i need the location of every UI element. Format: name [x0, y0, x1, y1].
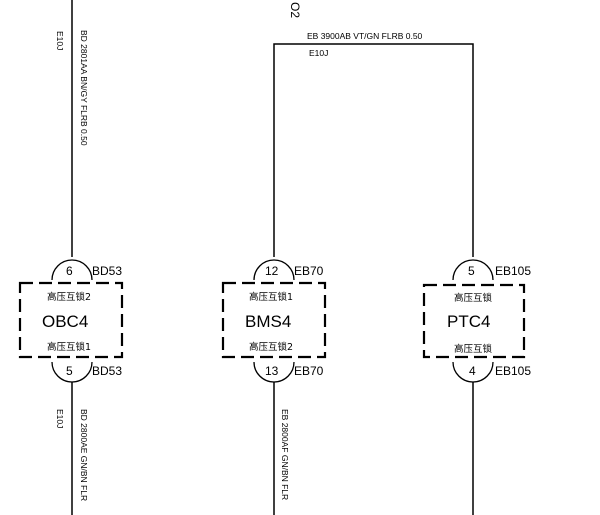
bms-ptc-top-wire-label: EB 3900AB VT/GN FLRB 0.50: [307, 31, 423, 41]
connector-label-bottom: BD53: [92, 364, 122, 378]
connector-label-top: BD53: [92, 264, 122, 278]
pin-number-top: 12: [265, 264, 279, 278]
component-name: PTC4: [447, 312, 490, 331]
pin-number-bottom: 13: [265, 364, 279, 378]
interlock-label-top: 高压互锁: [454, 292, 493, 304]
pin-bottom-bms: [253, 361, 295, 383]
interlock-label-top: 高压互锁1: [249, 291, 293, 303]
interlock-label-bottom: 高压互锁2: [249, 341, 293, 353]
pin-top-obc: [51, 259, 93, 281]
pin-top-ptc: [452, 259, 494, 281]
bms-bottom-wire-label: EB 2800AF GN/BN FLR: [280, 409, 290, 500]
interlock-label-top: 高压互锁2: [47, 291, 91, 303]
interlock-label-bottom: 高压互锁: [454, 343, 493, 355]
pin-number-bottom: 5: [66, 364, 73, 378]
bms4-box: [221, 281, 327, 359]
component-name: OBC4: [42, 312, 88, 331]
component-ptc4: 5 EB105 高压互锁 PTC4 高压互锁 4 EB105: [422, 259, 531, 383]
connector-label-bottom: EB70: [294, 364, 324, 378]
obc4-box: [18, 281, 124, 359]
connector-label-bottom: EB105: [495, 364, 531, 378]
pin-top-bms: [253, 259, 295, 281]
component-obc4: 6 BD53 高压互锁2 OBC4 高压互锁1 5 BD53: [18, 259, 124, 383]
top-fragment-label: O2: [288, 2, 302, 18]
connector-label-top: EB105: [495, 264, 531, 278]
interlock-label-bottom: 高压互锁1: [47, 341, 91, 353]
pin-bottom-obc: [51, 361, 93, 383]
bms-ptc-top-wire-location: E10J: [309, 48, 328, 58]
obc-top-wire-label: BD 2801AA BN/GY FLRB 0.50: [79, 30, 89, 146]
connector-label-top: EB70: [294, 264, 324, 278]
pin-number-bottom: 4: [469, 364, 476, 378]
obc-top-wire-location: E10J: [55, 31, 65, 50]
bms-ptc-top-wire: [273, 43, 474, 257]
obc-bottom-wire-location: E10J: [55, 409, 65, 428]
ptc4-box: [422, 283, 526, 359]
component-name: BMS4: [245, 312, 291, 331]
obc-bottom-wire-label: BD 2800AE GN/BN FLR: [79, 409, 89, 501]
pin-number-top: 5: [468, 264, 475, 278]
pin-number-top: 6: [66, 264, 73, 278]
pin-bottom-ptc: [452, 361, 494, 383]
component-bms4: 12 EB70 高压互锁1 BMS4 高压互锁2 13 EB70: [221, 259, 327, 383]
